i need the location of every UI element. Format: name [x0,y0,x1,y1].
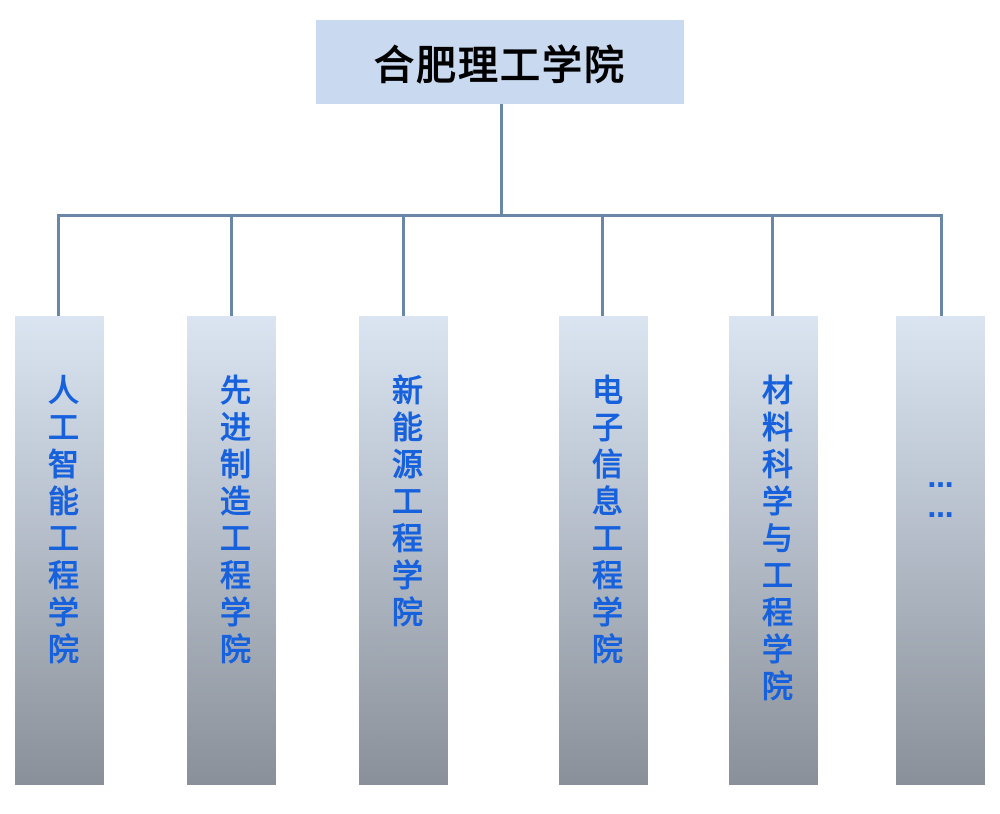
ellipsis-label: …… [925,464,956,524]
child-node-manufacturing: 先进制造工程学院 [187,316,276,785]
child-node-label: 新能源工程学院 [386,374,422,633]
root-trunk-line [500,104,503,216]
horizontal-branch-line [57,214,943,217]
branch-drop-line-4 [601,214,604,316]
child-node-ai: 人工智能工程学院 [15,316,104,785]
child-node-materials: 材料科学与工程学院 [729,316,818,785]
branch-drop-line-3 [402,214,405,316]
child-node-label: 先进制造工程学院 [214,374,250,670]
child-node-electronic-info: 电子信息工程学院 [559,316,648,785]
child-node-new-energy: 新能源工程学院 [359,316,448,785]
branch-drop-line-2 [230,214,233,316]
child-node-more: …… [896,316,985,785]
child-node-label: 电子信息工程学院 [586,374,622,670]
root-node: 合肥理工学院 [316,20,684,104]
child-node-label: 人工智能工程学院 [42,374,78,670]
root-node-label: 合肥理工学院 [374,43,626,89]
child-node-label: 材料科学与工程学院 [756,374,792,707]
branch-drop-line-5 [771,214,774,316]
branch-drop-line-6 [940,214,943,316]
branch-drop-line-1 [57,214,60,316]
